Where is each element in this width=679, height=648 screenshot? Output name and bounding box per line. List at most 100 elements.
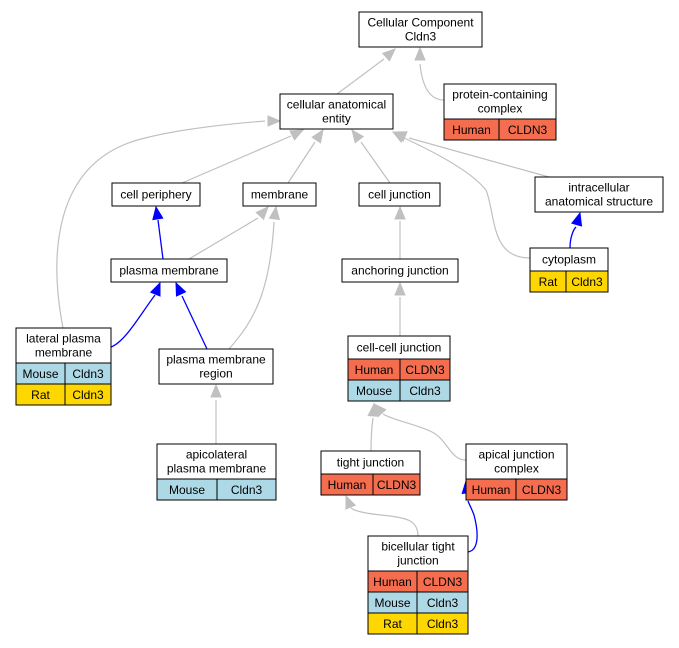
edge-mem-to-cae (287, 128, 324, 184)
node-label-line: tight junction (337, 456, 404, 470)
is-a-arrowhead (289, 129, 305, 141)
gene-label: CLDN3 (423, 575, 463, 589)
part-of-arrowhead (175, 281, 187, 297)
is-a-arrowhead (394, 281, 406, 296)
node-cj[interactable]: cell junction (358, 182, 441, 207)
annotation-row-rat: Rat Cldn3 (367, 612, 469, 635)
is-a-edge-line (228, 221, 275, 350)
gene-cell (498, 118, 557, 141)
gene-label: Cldn3 (72, 367, 104, 381)
gene-cell (515, 478, 568, 501)
edges-layer (56, 46, 583, 553)
edge-cyto-to-cae (391, 131, 531, 259)
annotation-row-rat: Rat Cldn3 (15, 383, 112, 406)
is-a-edge-line (287, 141, 316, 184)
gene-cell (565, 270, 609, 293)
node-label-line: region (199, 367, 232, 381)
node-label-line: cell junction (368, 188, 431, 202)
is-a-arrowhead (351, 128, 365, 144)
is-a-edge-line (408, 137, 550, 178)
edge-lpm-to-cae (56, 115, 282, 329)
node-label-line: lateral plasma (26, 332, 101, 346)
species-label: Human (355, 363, 394, 377)
edge-ccj-to-aj (394, 281, 406, 336)
is-a-edge-line (181, 135, 292, 184)
edge-aj-to-cj (394, 205, 406, 259)
is-a-edge-line (350, 507, 419, 537)
species-label: Rat (383, 617, 402, 631)
edge-pmr-to-mem (228, 205, 281, 350)
node-box (15, 327, 112, 364)
is-a-edge-line (403, 137, 531, 259)
gene-label: Cldn3 (427, 617, 459, 631)
node-cper[interactable]: cell periphery (111, 182, 201, 207)
gene-cell (372, 473, 421, 496)
is-a-arrowhead (381, 48, 396, 62)
node-label-line: complex (478, 102, 523, 116)
node-aj[interactable]: anchoring junction (341, 258, 459, 283)
node-label-line: membrane (251, 188, 309, 202)
is-a-edge-line (336, 58, 385, 95)
node-label-line: plasma membrane (166, 353, 266, 367)
part-of-edge-line (569, 226, 577, 249)
node-label-line: plasma membrane (167, 462, 267, 476)
node-label-line: membrane (35, 346, 93, 360)
node-label-line: cellular anatomical (287, 98, 386, 112)
node-label-line: plasma membrane (119, 264, 219, 278)
part-of-edge-line (110, 294, 156, 348)
part-of-arrowhead (571, 211, 583, 227)
edge-cae-to-root (336, 48, 396, 95)
node-box (358, 11, 483, 48)
species-label: Mouse (374, 596, 410, 610)
edge-cyto-to-ias (569, 211, 583, 249)
gene-label: CLDN3 (377, 478, 417, 492)
node-label-line: cell periphery (120, 188, 191, 202)
is-a-edge-line (188, 217, 259, 260)
is-a-arrowhead (267, 115, 282, 127)
node-mem[interactable]: membrane (242, 182, 317, 207)
gene-label: Cldn3 (72, 388, 104, 402)
gene-cell (216, 478, 277, 501)
node-pm[interactable]: plasma membrane (110, 258, 228, 283)
gene-cell (399, 379, 451, 402)
is-a-arrowhead (391, 131, 407, 144)
edge-pm-to-mem (188, 206, 269, 260)
gene-label: Cldn3 (409, 384, 441, 398)
is-a-arrowhead (394, 205, 406, 220)
node-label-line: protein-containing (452, 88, 547, 102)
part-of-edge-line (181, 295, 208, 350)
species-label: Mouse (356, 384, 392, 398)
edge-pm-to-cper (152, 205, 164, 260)
is-a-arrowhead (311, 128, 324, 144)
node-label-line: junction (396, 554, 438, 568)
node-label-line: entity (322, 112, 351, 126)
species-label: Rat (31, 388, 50, 402)
node-label-line: complex (494, 462, 539, 476)
is-a-arrowhead (373, 403, 387, 418)
edge-cper-to-cae (181, 129, 305, 184)
node-label-line: bicellular tight (381, 540, 455, 554)
node-box (341, 258, 459, 283)
gene-cell (64, 383, 112, 406)
node-label-line: apicolateral (186, 448, 247, 462)
part-of-edge-line (157, 219, 164, 260)
node-box (158, 348, 274, 385)
